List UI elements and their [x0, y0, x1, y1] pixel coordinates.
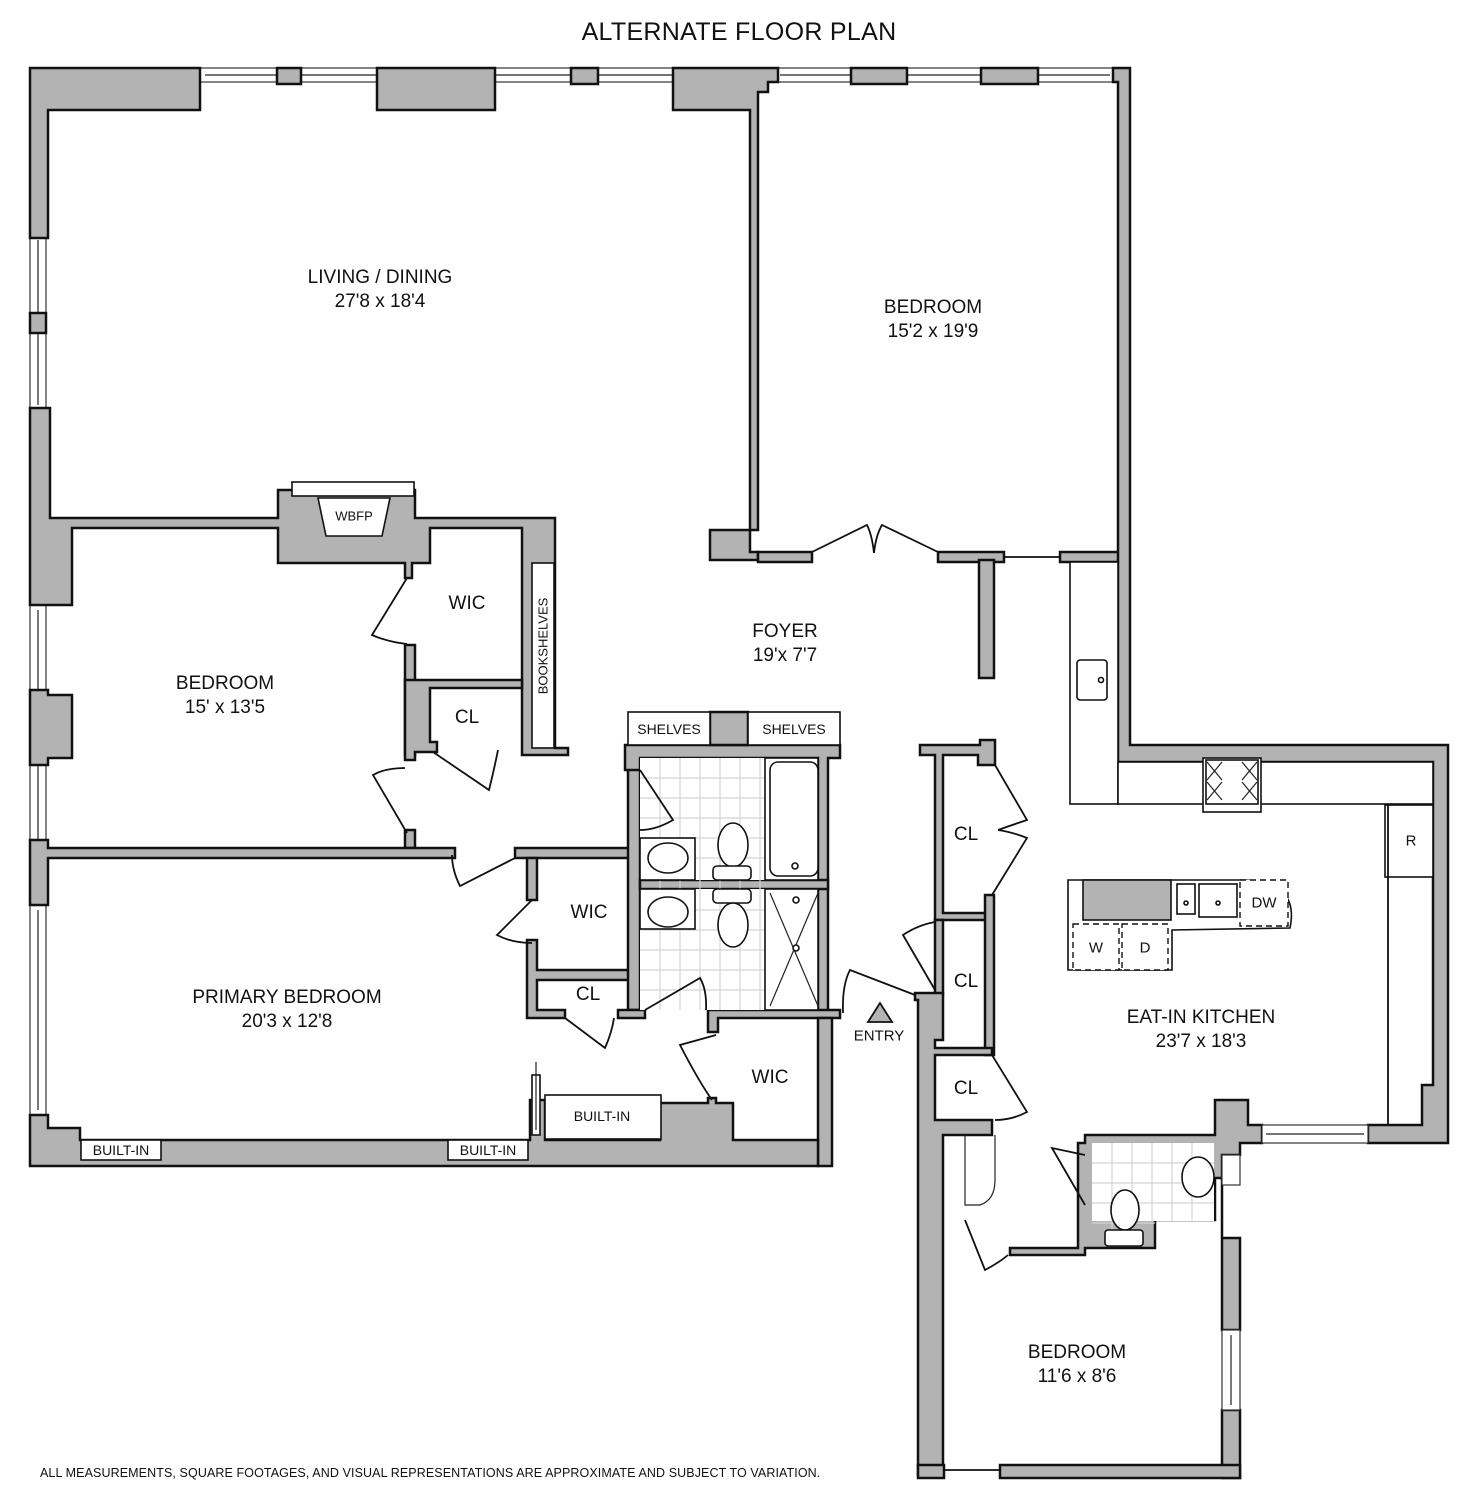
- room-bedroom-ne: BEDROOM 15'2 x 19'9: [884, 296, 982, 344]
- room-name: BEDROOM: [1027, 1342, 1127, 1363]
- shelves-right-label: SHELVES: [762, 721, 826, 737]
- room-name: FOYER: [752, 621, 818, 642]
- built-ins: [80, 1062, 662, 1161]
- room-living-dining: LIVING / DINING 27'8 x 18'4: [308, 266, 453, 314]
- washer-label: W: [1088, 939, 1104, 957]
- entry-label: ENTRY: [853, 1027, 905, 1045]
- shelves-right: [747, 711, 841, 746]
- shelves-left-label: SHELVES: [637, 721, 701, 737]
- dryer-label: D: [1139, 939, 1151, 957]
- room-bedroom-west: BEDROOM 15' x 13'5: [176, 672, 274, 720]
- closet-west-bedroom: CL: [454, 707, 480, 728]
- half-bath: [1092, 1143, 1215, 1247]
- fireplace-label: WBFP: [335, 508, 373, 524]
- fireplace: [291, 481, 415, 537]
- room-dims: 15' x 13'5: [184, 697, 266, 718]
- room-dims: 19'x 7'7: [752, 645, 818, 666]
- bookshelves: [531, 562, 555, 749]
- room-name: BEDROOM: [883, 297, 983, 318]
- room-name: LIVING / DINING: [307, 267, 453, 288]
- closet-primary: CL: [575, 984, 601, 1005]
- room-name: BEDROOM: [175, 673, 275, 694]
- closet-foyer-2: CL: [953, 971, 979, 992]
- room-dims: 11'6 x 8'6: [1037, 1366, 1117, 1387]
- wic-primary-1: WIC: [570, 902, 608, 923]
- door-swings: [370, 523, 1086, 1272]
- bookshelves-label: BOOKSHELVES: [535, 597, 551, 695]
- disclaimer-text: ALL MEASUREMENTS, SQUARE FOOTAGES, AND V…: [40, 1466, 821, 1480]
- room-foyer: FOYER 19'x 7'7: [752, 620, 817, 668]
- room-eat-in-kitchen: EAT-IN KITCHEN 23'7 x 18'3: [1127, 1006, 1276, 1054]
- other-windows: [944, 1124, 1369, 1471]
- room-bedroom-south: BEDROOM 11'6 x 8'6: [1028, 1341, 1126, 1389]
- closet-foyer-3: CL: [953, 1078, 979, 1099]
- closet-foyer-1: CL: [953, 824, 979, 845]
- entry-arrow-icon: [866, 1001, 894, 1023]
- plan-title: ALTERNATE FLOOR PLAN: [581, 18, 897, 46]
- dishwasher-label: DW: [1251, 894, 1277, 912]
- wic-primary-2: WIC: [751, 1067, 789, 1088]
- built-in-2-label: BUILT-IN: [459, 1142, 517, 1158]
- room-name: EAT-IN KITCHEN: [1126, 1007, 1276, 1028]
- bathroom-tiles: [639, 757, 819, 1011]
- left-windows: [29, 234, 47, 1116]
- top-windows: [199, 67, 1114, 83]
- room-name: PRIMARY BEDROOM: [192, 987, 382, 1008]
- room-dims: 23'7 x 18'3: [1155, 1031, 1247, 1052]
- built-in-1-label: BUILT-IN: [92, 1142, 150, 1158]
- built-in-3-label: BUILT-IN: [573, 1108, 631, 1124]
- shelves-left: [627, 711, 711, 746]
- room-dims: 27'8 x 18'4: [334, 291, 426, 312]
- kitchen-fixtures: [1067, 561, 1434, 1125]
- wic-west-bedroom: WIC: [448, 593, 486, 614]
- room-dims: 15'2 x 19'9: [887, 321, 979, 342]
- room-primary-bedroom: PRIMARY BEDROOM 20'3 x 12'8: [192, 986, 381, 1034]
- room-dims: 20'3 x 12'8: [241, 1011, 333, 1032]
- refrigerator-label: R: [1405, 832, 1417, 850]
